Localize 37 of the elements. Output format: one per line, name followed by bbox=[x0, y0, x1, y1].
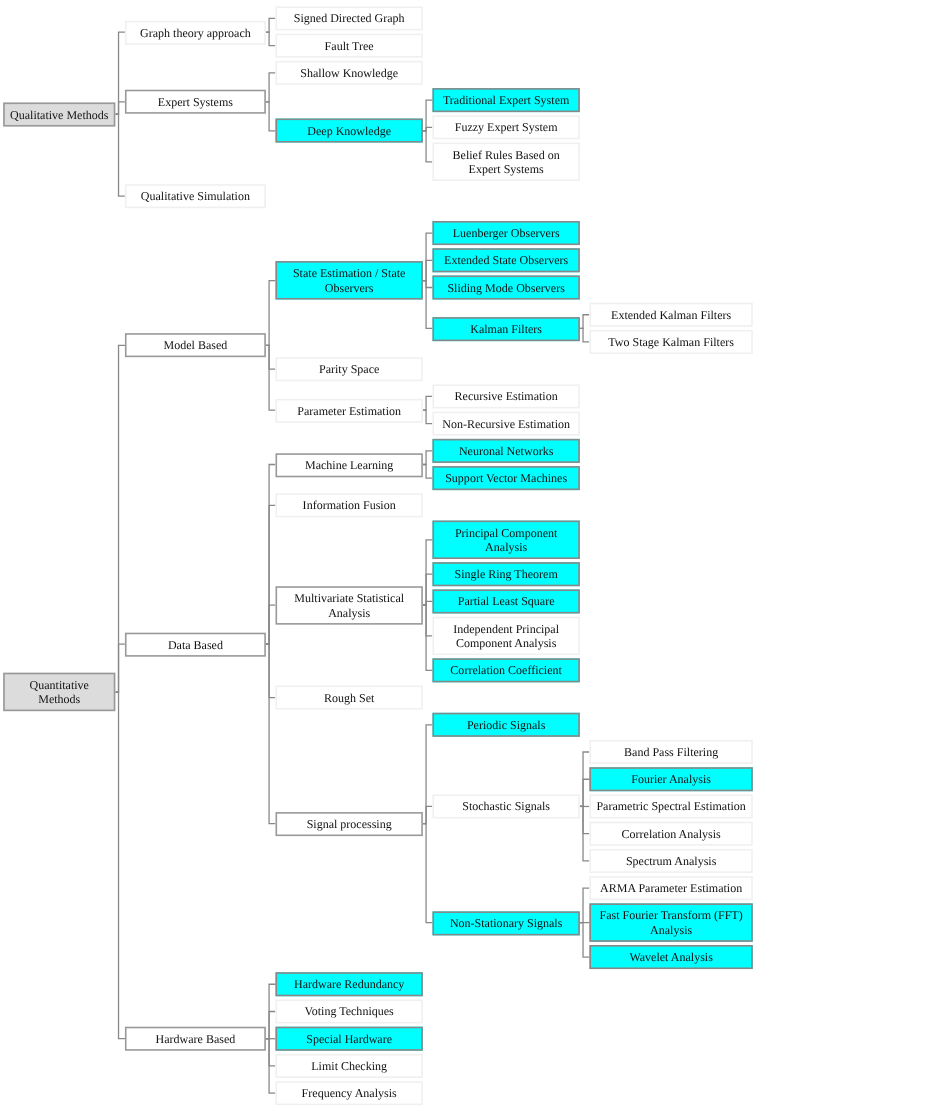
connector-line bbox=[265, 31, 277, 47]
connector-line bbox=[579, 921, 591, 924]
connector-line bbox=[422, 463, 434, 479]
connector-line bbox=[579, 778, 591, 808]
connector-line bbox=[422, 604, 434, 671]
connector-line bbox=[579, 921, 591, 958]
connector-line bbox=[422, 600, 434, 606]
connector-line bbox=[422, 259, 434, 282]
connector-line bbox=[114, 643, 126, 693]
connector-line bbox=[265, 1010, 277, 1040]
connector-line bbox=[265, 604, 277, 645]
connector-line bbox=[579, 327, 591, 343]
connector-line bbox=[422, 130, 434, 163]
connector-line bbox=[422, 395, 434, 411]
connector-line bbox=[265, 101, 277, 132]
connector-line bbox=[579, 887, 591, 924]
connector-line bbox=[422, 450, 434, 466]
connector-line bbox=[422, 823, 434, 924]
connector-line bbox=[579, 805, 591, 862]
connector-line bbox=[422, 280, 434, 329]
connector-line bbox=[265, 17, 277, 33]
connector-line bbox=[579, 314, 591, 329]
connector-line bbox=[422, 409, 434, 425]
connector-line bbox=[265, 280, 277, 346]
connector-line bbox=[579, 805, 591, 808]
connector-line bbox=[114, 691, 126, 1040]
connector-line bbox=[114, 113, 126, 197]
connector-line bbox=[265, 643, 277, 825]
connector-line bbox=[114, 101, 126, 115]
connector-line bbox=[422, 99, 434, 132]
connector-line bbox=[265, 344, 277, 411]
connector-line bbox=[265, 72, 277, 103]
connector-line bbox=[265, 1038, 277, 1040]
connector-line bbox=[422, 573, 434, 606]
connector-line bbox=[265, 1038, 277, 1094]
connector-line bbox=[422, 126, 434, 132]
connector-line bbox=[422, 805, 434, 825]
